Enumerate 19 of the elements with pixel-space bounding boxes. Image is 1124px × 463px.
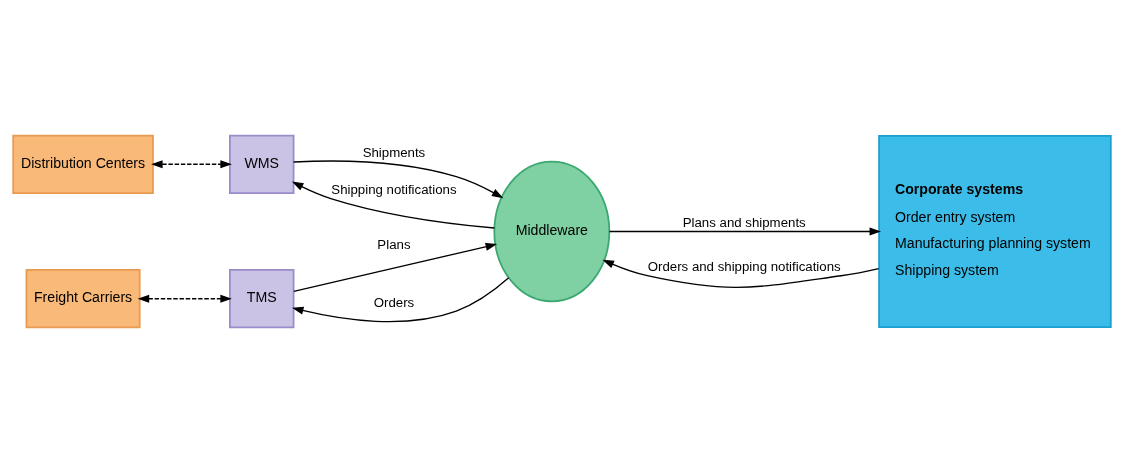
edge-label: Plans [377, 237, 411, 253]
node-box: Freight Carriers [25, 269, 141, 329]
arrow [602, 259, 880, 288]
node-box: Distribution Centers [12, 134, 154, 194]
arrow [291, 181, 496, 229]
arrow [137, 294, 232, 303]
edge-label: Orders and shipping notifications [647, 259, 841, 275]
arrow [151, 160, 232, 169]
arrow [608, 227, 882, 236]
arrow [291, 277, 510, 323]
arrow [292, 160, 504, 199]
edge-label: Shipments [362, 145, 426, 161]
arrow [293, 242, 498, 293]
node-box: TMS [229, 269, 295, 329]
node-box: Corporate systems Order entry system Manufacturing planning system Shipping system [878, 135, 1112, 328]
edge-label: Plans and shipments [682, 215, 806, 231]
edge-label: Orders [373, 294, 415, 310]
edge-label: Shipping notifications [331, 182, 457, 198]
node-box: WMS [229, 134, 295, 194]
